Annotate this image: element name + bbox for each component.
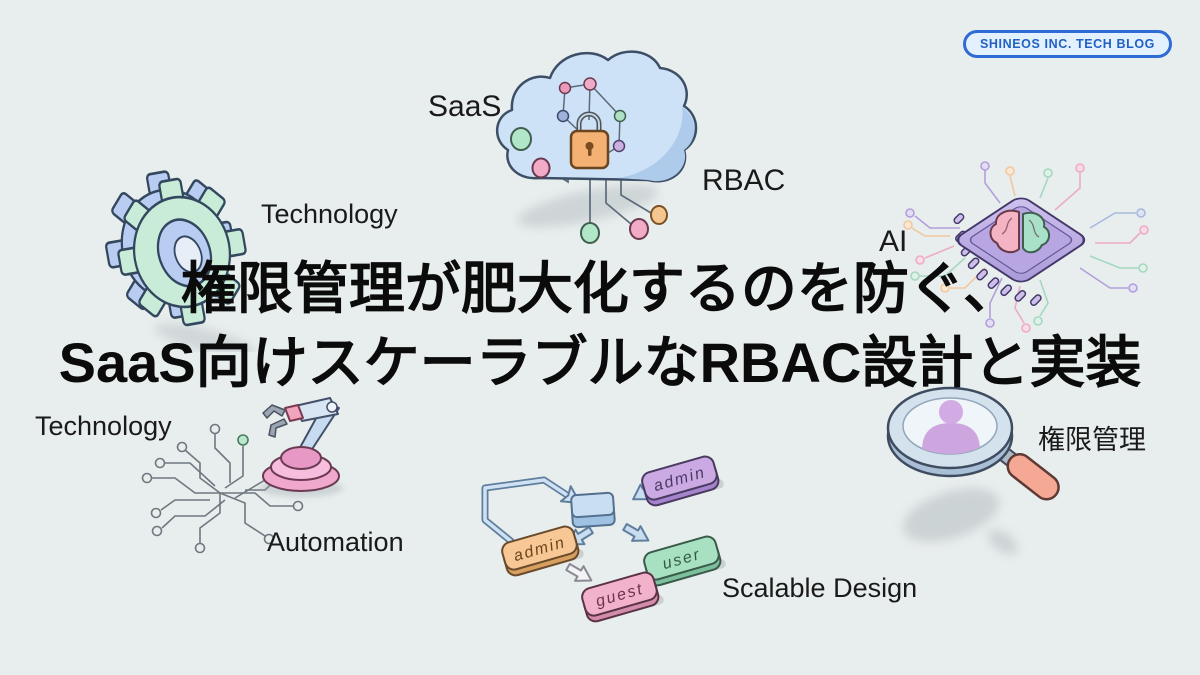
title-line-1: 権限管理が肥大化するのを防ぐ、 [180, 257, 1020, 320]
label-technology-top: Technology [261, 199, 398, 229]
flowchart-loop-arrow [481, 476, 581, 545]
person-icon [922, 400, 980, 454]
label-automation: Automation [267, 527, 404, 557]
node-user: user [643, 535, 726, 587]
label-rbac: RBAC [702, 164, 786, 197]
magnifier-icon [886, 386, 1060, 555]
cloud-shading [618, 107, 695, 182]
node-guest: guest [581, 571, 664, 623]
page-title: 権限管理が肥大化するのを防ぐ、 SaaS向けスケーラブルなRBAC設計と実装 [0, 252, 1200, 400]
cloud-leaf-nodes [510, 127, 668, 244]
brain-icon [989, 209, 1050, 254]
robot-arm-icon [259, 397, 343, 497]
blog-badge: SHINEOS INC. TECH BLOG [962, 30, 1172, 58]
cloud-lock-icon [496, 50, 698, 244]
robot-arm-circuit-icon [141, 397, 343, 554]
node-admin-left: admin [501, 525, 584, 577]
chip-body [953, 197, 1086, 306]
node-admin-top: admin [641, 455, 724, 507]
label-saas: SaaS [428, 90, 502, 123]
label-ai: AI [879, 225, 908, 258]
label-scalable-design: Scalable Design [722, 573, 918, 603]
role-flowchart: admin admin user guest [481, 455, 726, 623]
label-technology-left: Technology [35, 411, 172, 441]
label-access-control: 権限管理 [1038, 425, 1146, 455]
gear-icon [105, 170, 256, 352]
ai-chip-icon [903, 161, 1149, 333]
padlock-icon [569, 111, 610, 170]
gear-shadow [154, 323, 256, 352]
title-line-2: SaaS向けスケーラブルなRBAC設計と実装 [58, 331, 1142, 394]
magnifier-shadow [902, 488, 1018, 555]
flowchart-hub [570, 491, 616, 529]
network-nodes [556, 77, 627, 153]
chip-traces [903, 161, 1149, 333]
